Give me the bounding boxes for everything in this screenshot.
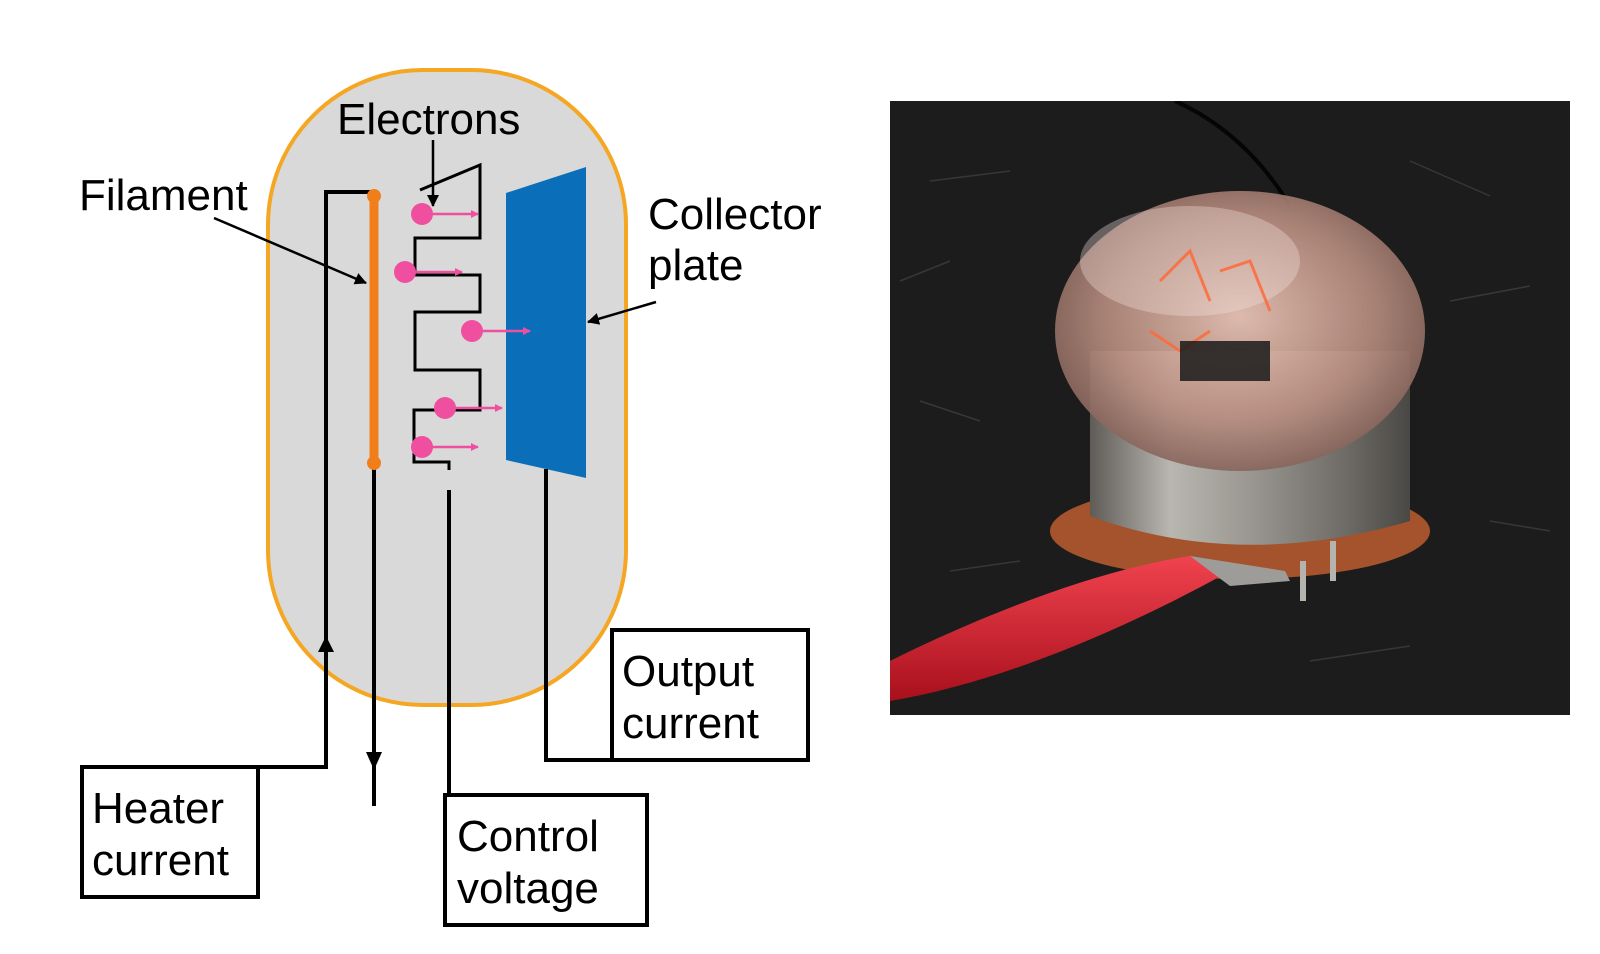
tube-pin <box>1330 541 1336 581</box>
output-current-box <box>610 628 810 762</box>
electron <box>461 320 483 342</box>
electron <box>411 436 433 458</box>
heater-wire <box>258 190 374 769</box>
collector-pointer <box>587 300 657 325</box>
heater-current-label-line2: current <box>92 836 229 885</box>
vacuum-tube-photo <box>890 101 1570 715</box>
filament-pointer <box>213 216 367 285</box>
collector-plate <box>506 167 586 478</box>
control-voltage-label-line1: Control <box>457 812 599 861</box>
heater-current-arrow <box>318 636 334 652</box>
vacuum-tube-diagram: Electrons Filament Collector plate Outpu… <box>79 68 822 927</box>
filament-label: Filament <box>79 171 248 220</box>
tube-internal-block <box>1180 341 1270 381</box>
output-current-label-line1: Output <box>622 647 754 696</box>
tube-glass-dome <box>1055 191 1425 471</box>
filament-top-end <box>367 189 381 203</box>
electrons-label: Electrons <box>337 95 520 144</box>
electron <box>434 397 456 419</box>
filament-bottom-end <box>367 456 381 470</box>
electron <box>411 203 433 225</box>
output-wire <box>544 469 612 762</box>
cable <box>1174 101 1292 208</box>
control-voltage-label-line2: voltage <box>457 864 599 913</box>
glass-highlight <box>1080 206 1300 316</box>
electron-group <box>394 203 531 458</box>
collector-plate-label-line1: Collector <box>648 190 822 239</box>
tube-pin <box>1300 561 1306 601</box>
heater-current-box <box>80 765 260 899</box>
heater-current-label-line1: Heater <box>92 784 224 833</box>
output-current-label-line2: current <box>622 699 759 748</box>
electron <box>394 261 416 283</box>
collector-plate-label-line2: plate <box>648 241 743 290</box>
control-voltage-box <box>443 793 649 927</box>
filament-current-arrow <box>366 752 382 770</box>
clip-jaw <box>1190 556 1290 586</box>
alligator-clip <box>890 556 1230 701</box>
